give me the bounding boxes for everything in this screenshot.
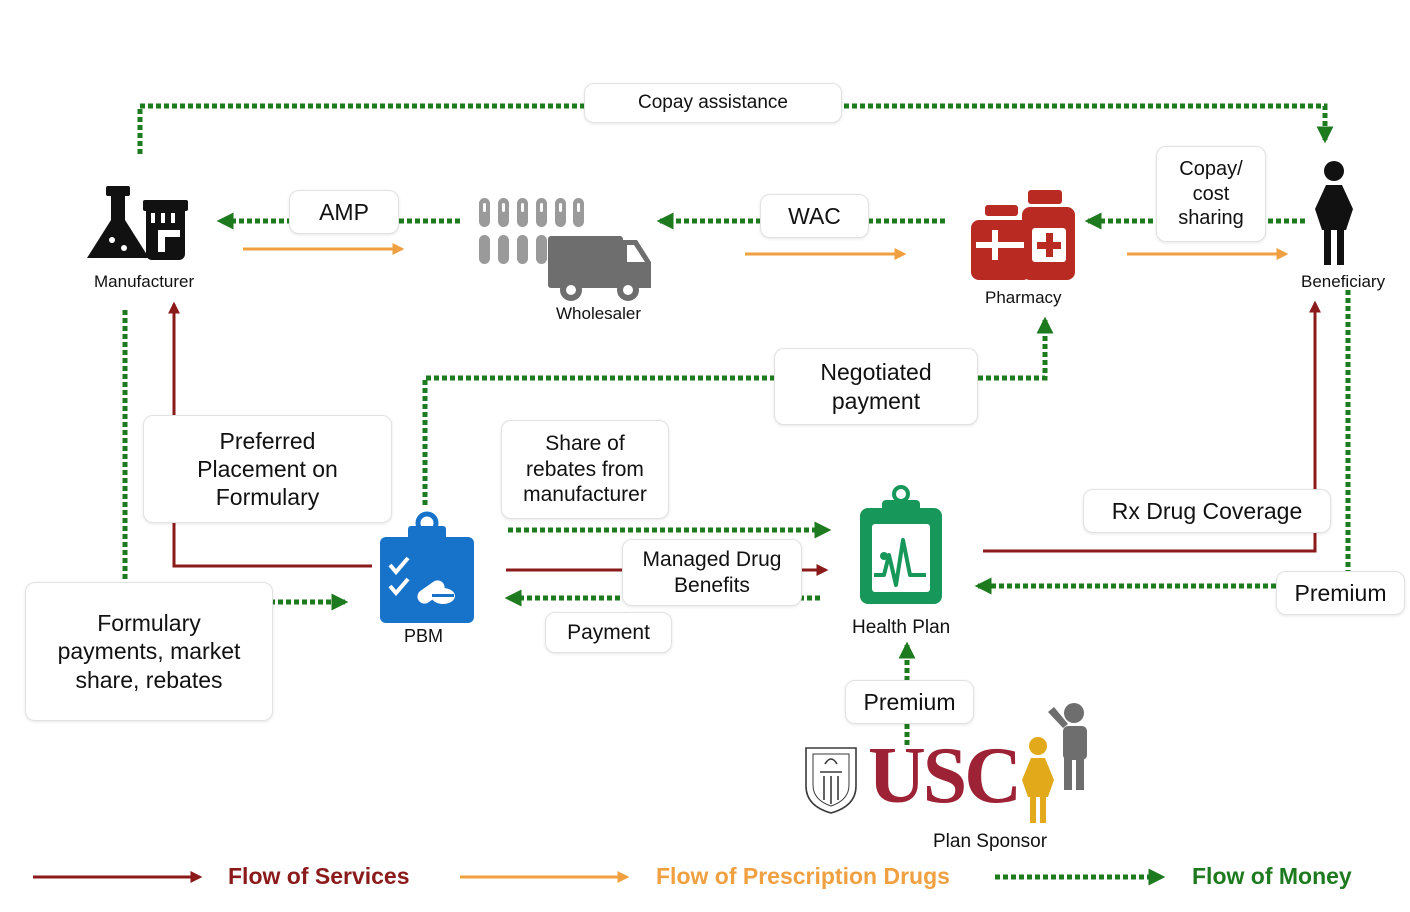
money-flow-premium-beneficiary: [974, 290, 1351, 595]
service-flow-pbm-to-manufacturer: [168, 301, 372, 568]
share-of-rebates-label: Share of rebates from manufacturer: [501, 420, 669, 519]
wholesaler-icon: [479, 198, 651, 301]
usc-logo: USC: [868, 732, 1022, 820]
pharmacy-icon: [971, 190, 1075, 280]
premium-beneficiary-label: Premium: [1276, 571, 1405, 615]
health-plan-label: Health Plan: [852, 617, 951, 638]
money-flow-negotiated-payment: [422, 316, 1054, 505]
legend-services: Flow of Services: [228, 863, 410, 889]
health-plan-icon: [860, 485, 942, 604]
usc-seal-icon: [805, 747, 857, 814]
pbm-icon: [380, 511, 474, 623]
legend-money: Flow of Money: [1192, 863, 1352, 889]
sponsor-person-gray-icon: [1048, 703, 1087, 790]
legend-drugs: Flow of Prescription Drugs: [656, 863, 950, 889]
formulary-payments-label: Formulary payments, market share, rebate…: [25, 582, 273, 721]
manufacturer-label: Manufacturer: [94, 272, 195, 291]
wholesaler-label: Wholesaler: [556, 304, 642, 323]
wac-label: WAC: [760, 194, 869, 238]
manufacturer-icon: [87, 186, 188, 260]
pharmacy-label: Pharmacy: [985, 288, 1062, 307]
copay-cost-sharing-label: Copay/ cost sharing: [1156, 146, 1266, 242]
copay-assistance-label: Copay assistance: [584, 83, 842, 123]
pbm-label: PBM: [404, 626, 444, 646]
negotiated-payment-label: Negotiated payment: [774, 348, 978, 425]
service-flow-coverage-to-beneficiary: [983, 300, 1321, 553]
rx-drug-coverage-label: Rx Drug Coverage: [1083, 489, 1331, 533]
managed-drug-benefits-label: Managed Drug Benefits: [622, 539, 802, 606]
premium-sponsor-label: Premium: [845, 680, 974, 724]
preferred-placement-label: Preferred Placement on Formulary: [143, 415, 392, 523]
amp-label: AMP: [289, 190, 399, 234]
beneficiary-icon: [1315, 161, 1353, 265]
sponsor-person-gold-icon: [1022, 737, 1054, 823]
plan-sponsor-label: Plan Sponsor: [933, 831, 1048, 852]
payment-label: Payment: [545, 612, 672, 653]
beneficiary-label: Beneficiary: [1301, 272, 1386, 291]
